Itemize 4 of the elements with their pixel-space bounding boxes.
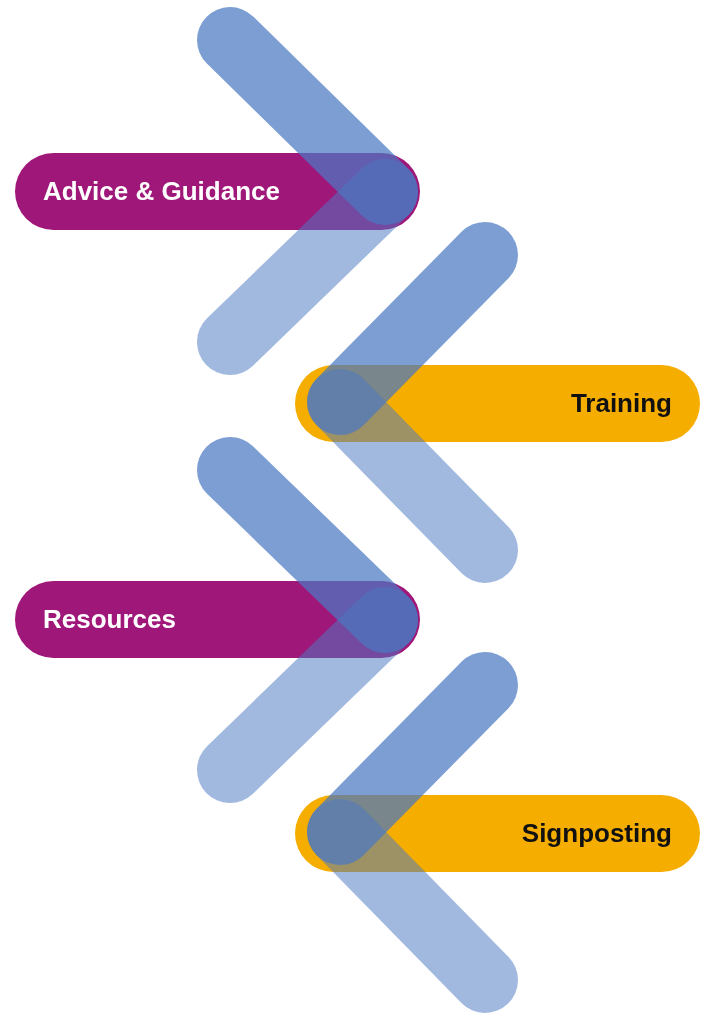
pill-label: Signposting [521,817,672,850]
pill-label: Training [570,387,672,420]
pill-label: Resources [43,603,176,636]
pill-label: Advice & Guidance [43,175,280,208]
